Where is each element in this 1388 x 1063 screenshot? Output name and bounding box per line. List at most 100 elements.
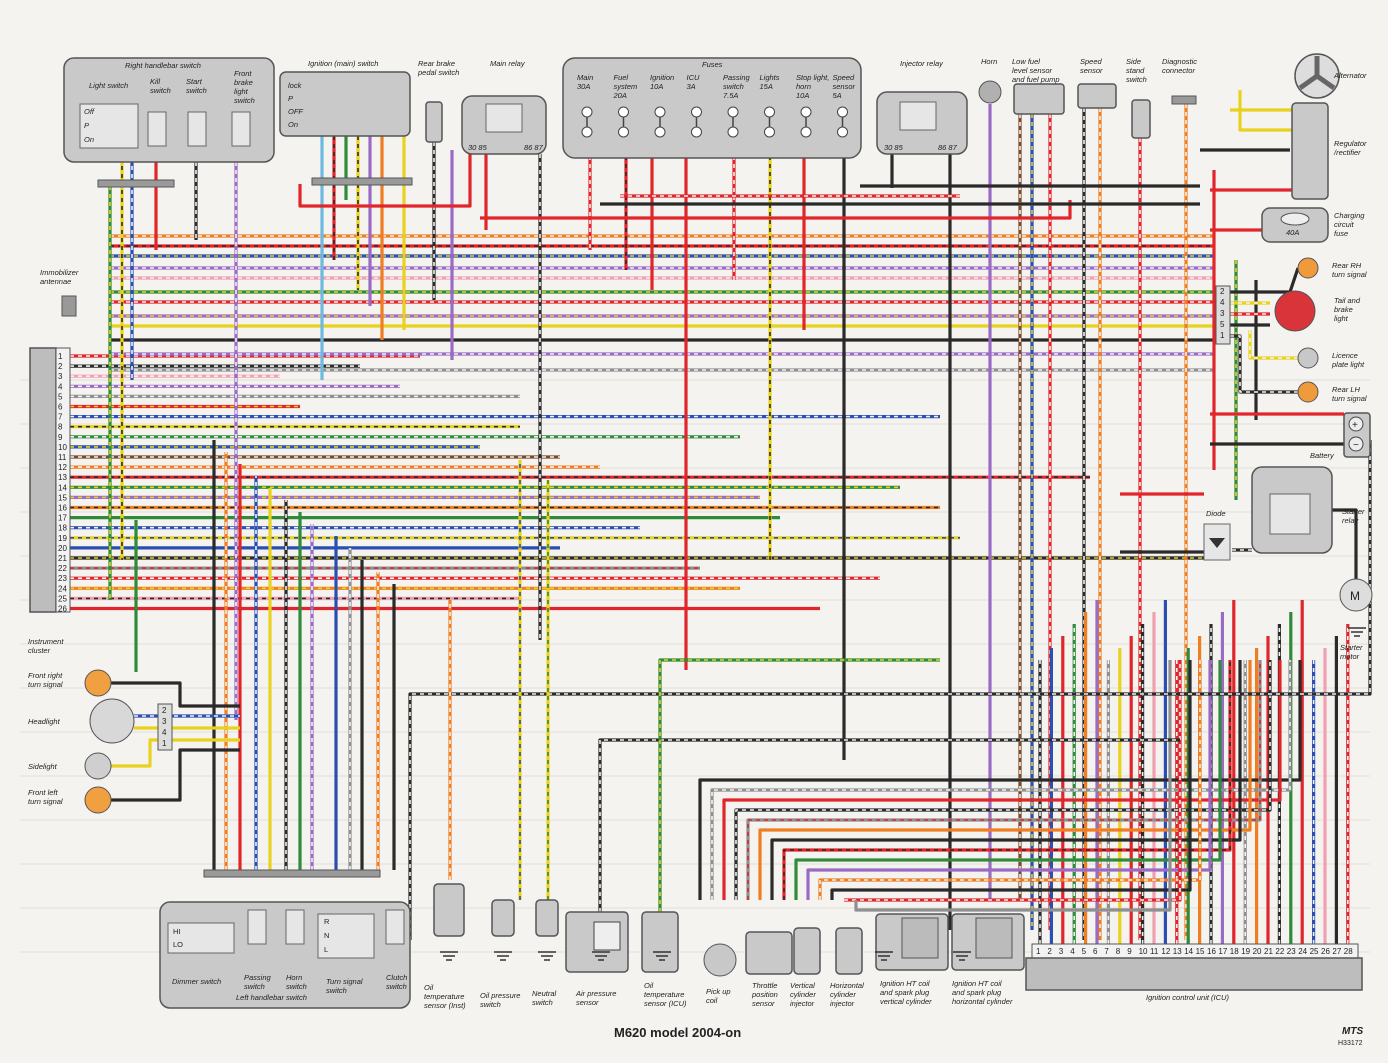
- wire: [480, 200, 1072, 220]
- wire: [854, 660, 1172, 912]
- charging-fuse-rating: 40A: [1286, 228, 1299, 237]
- wire: [598, 738, 1180, 912]
- rear-connector-pin: 1: [1220, 331, 1225, 340]
- cluster-pin: 14: [58, 483, 67, 492]
- cluster-pin: 21: [58, 554, 67, 563]
- svg-text:+: +: [1352, 420, 1358, 431]
- light-pos-off: Off: [84, 107, 95, 116]
- sidelight-label: Sidelight: [28, 762, 58, 771]
- kill-switch: [147, 111, 167, 147]
- light-switch-label: Light switch: [89, 81, 128, 90]
- wire: [722, 660, 1282, 900]
- icu-pin: 25: [1310, 947, 1319, 956]
- wire: [758, 660, 1252, 900]
- battery-label: Battery: [1310, 451, 1335, 460]
- ground-symbol: [538, 951, 556, 961]
- injector-relay-label: Injector relay: [900, 59, 944, 68]
- wire: [298, 154, 472, 208]
- icu-pin: 1: [1036, 947, 1041, 956]
- cluster-pin: 5: [58, 392, 63, 401]
- cluster-pin: 2: [58, 362, 63, 371]
- right-handlebar-switch-label: Right handlebar switch: [125, 61, 201, 70]
- turn-pos-n: N: [324, 931, 329, 940]
- front-connector-pin: 4: [162, 728, 167, 737]
- front-brake-light-switch: [231, 111, 251, 147]
- cluster-pin: 25: [58, 594, 67, 603]
- icu-pin: 22: [1275, 947, 1284, 956]
- ground-symbol: [592, 951, 610, 961]
- rear-connector-pin: 2: [1220, 287, 1225, 296]
- icu-pin: 12: [1161, 947, 1170, 956]
- rear-connector-pin: 5: [1220, 320, 1225, 329]
- icu-pin: 4: [1070, 947, 1075, 956]
- wire: [782, 660, 1232, 900]
- cluster-pin: 12: [58, 463, 67, 472]
- wire: [698, 660, 1302, 900]
- cluster-pin: 7: [58, 413, 63, 422]
- wire: [1230, 334, 1298, 394]
- ground-symbol: [1348, 627, 1366, 637]
- wire: [1248, 330, 1298, 360]
- cluster-pin: 24: [58, 584, 67, 593]
- wire: [110, 738, 240, 768]
- injector-relay: Injector relay 30 85 86 87: [876, 59, 968, 155]
- rear-connector-pin: 4: [1220, 298, 1225, 307]
- cluster-pin: 13: [58, 473, 67, 482]
- battery: + − Battery: [1310, 412, 1371, 460]
- diode: Diode: [1203, 509, 1231, 561]
- ground-symbol: [953, 951, 971, 961]
- alternator-label: Alternator: [1333, 71, 1367, 80]
- cluster-pin: 20: [58, 544, 67, 553]
- dimmer-pos-lo: LO: [173, 940, 183, 949]
- wire: [770, 660, 1242, 900]
- icu-pin: 28: [1344, 947, 1353, 956]
- main-relay-label: Main relay: [490, 59, 526, 68]
- wire: [710, 660, 1292, 900]
- headlight-label: Headlight: [28, 717, 61, 726]
- icu-pin: 17: [1218, 947, 1227, 956]
- icu-pin: 13: [1173, 947, 1182, 956]
- light-pos-on: On: [84, 135, 94, 144]
- icu-pin: 11: [1150, 947, 1159, 956]
- fuse: [654, 106, 666, 138]
- fuse: [618, 106, 629, 138]
- main-relay: Main relay 30 85 86 87: [461, 59, 547, 155]
- diagram-title: M620 model 2004-on: [614, 1025, 741, 1040]
- icu-pin: 7: [1104, 947, 1109, 956]
- wire: [1238, 90, 1292, 132]
- injector-relay-pins-b: 86 87: [938, 143, 958, 152]
- turn-pos-r: R: [324, 917, 330, 926]
- cluster-pin: 16: [58, 504, 67, 513]
- icu-pin: 24: [1298, 947, 1307, 956]
- injector-relay-pins-a: 30 85: [884, 143, 904, 152]
